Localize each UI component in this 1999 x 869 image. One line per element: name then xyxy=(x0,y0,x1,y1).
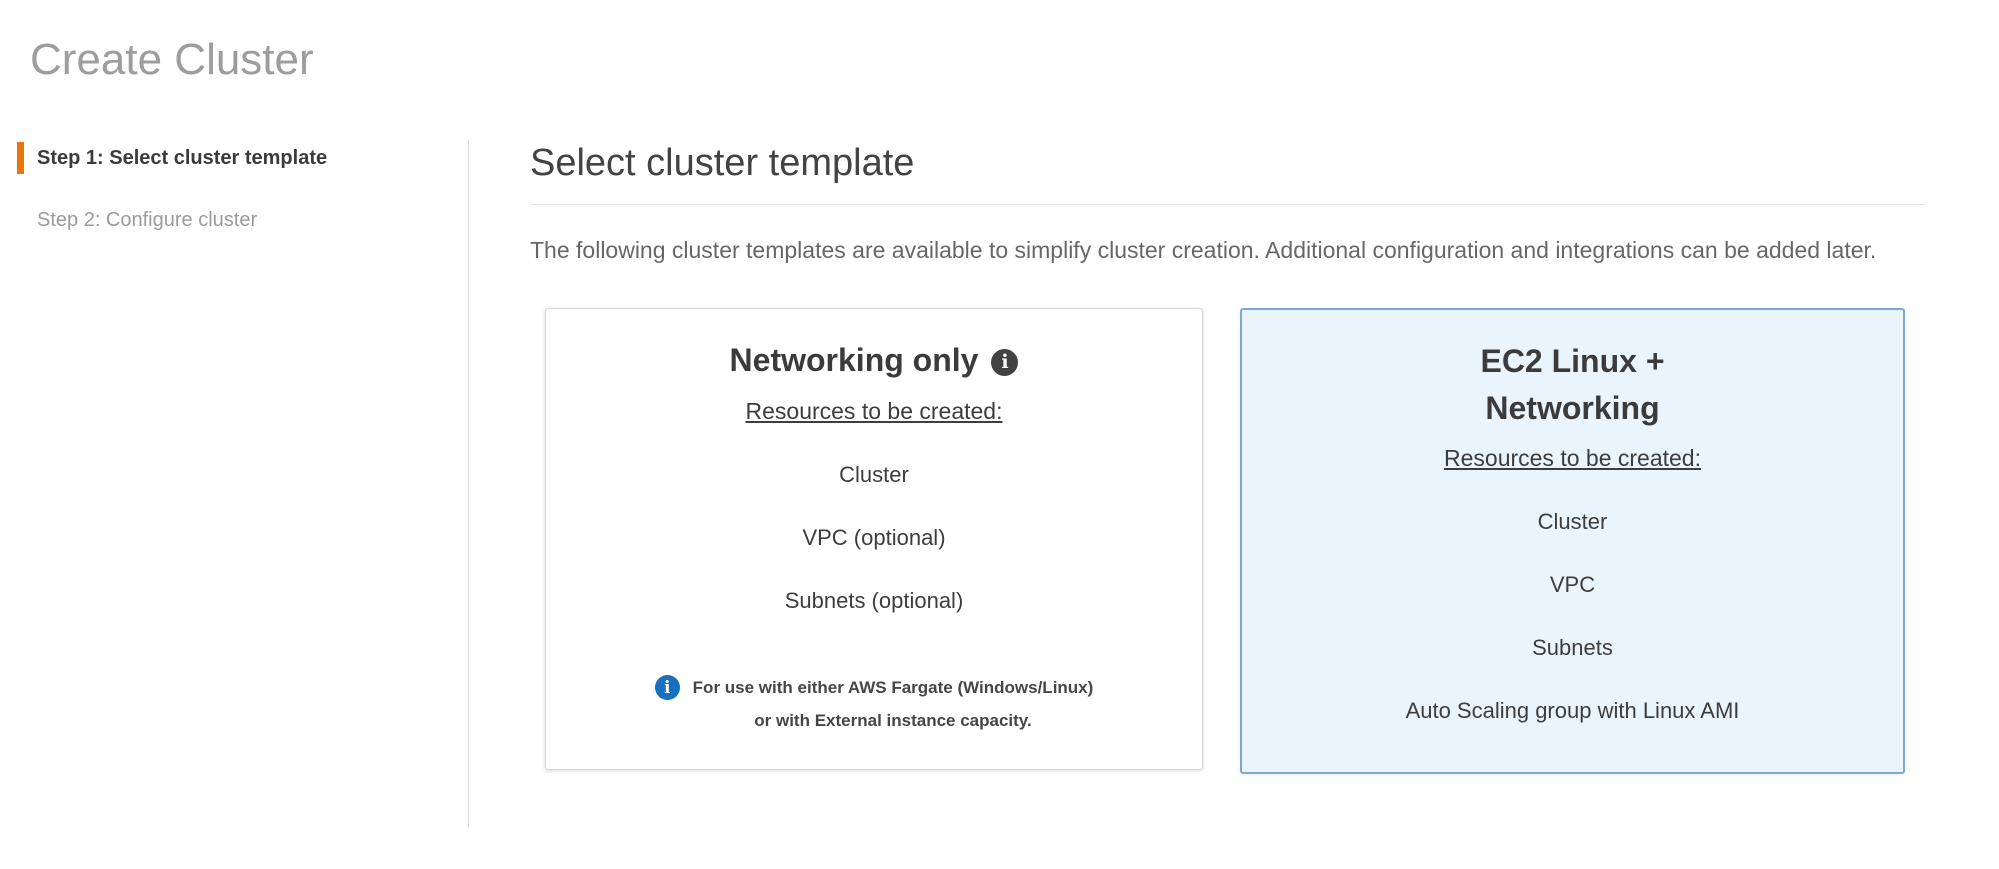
card-title-row: EC2 Linux + Networking xyxy=(1480,338,1664,431)
wizard-layout: Step 1: Select cluster template Step 2: … xyxy=(0,140,1999,828)
sidebar-item-step-1[interactable]: Step 1: Select cluster template xyxy=(17,142,468,175)
card-note: i For use with either AWS Fargate (Windo… xyxy=(654,671,1094,741)
template-card-ec2-linux-networking[interactable]: EC2 Linux + Networking Resources to be c… xyxy=(1240,308,1905,775)
resource-item: VPC (optional) xyxy=(802,524,946,550)
info-icon: i xyxy=(654,675,680,701)
resource-item: Auto Scaling group with Linux AMI xyxy=(1405,698,1740,724)
template-cards: Networking only i Resources to be create… xyxy=(545,308,1975,775)
resources-label: Resources to be created: xyxy=(1444,445,1701,472)
page-title: Create Cluster xyxy=(30,35,314,84)
resource-item: Cluster xyxy=(1537,509,1608,535)
template-card-networking-only[interactable]: Networking only i Resources to be create… xyxy=(545,308,1203,771)
card-title: EC2 Linux + Networking xyxy=(1480,343,1665,426)
sidebar-item-step-2[interactable]: Step 2: Configure cluster xyxy=(37,209,258,232)
info-icon[interactable]: i xyxy=(991,348,1019,376)
main-panel: Select cluster template The following cl… xyxy=(468,140,1999,828)
resource-item: Subnets xyxy=(1532,635,1613,661)
card-title-row: Networking only i xyxy=(730,337,1019,383)
heading-divider xyxy=(530,203,1925,205)
note-text: For use with either AWS Fargate (Windows… xyxy=(692,678,1094,731)
resource-item: VPC xyxy=(1549,572,1596,598)
resources-label: Resources to be created: xyxy=(745,397,1003,424)
resource-item: Subnets (optional) xyxy=(784,587,964,613)
resource-item: Cluster xyxy=(839,461,909,487)
section-heading: Select cluster template xyxy=(530,142,915,185)
section-description: The following cluster templates are avai… xyxy=(530,236,1877,263)
card-title: Networking only xyxy=(729,342,979,379)
step-nav: Step 1: Select cluster template Step 2: … xyxy=(0,140,468,827)
